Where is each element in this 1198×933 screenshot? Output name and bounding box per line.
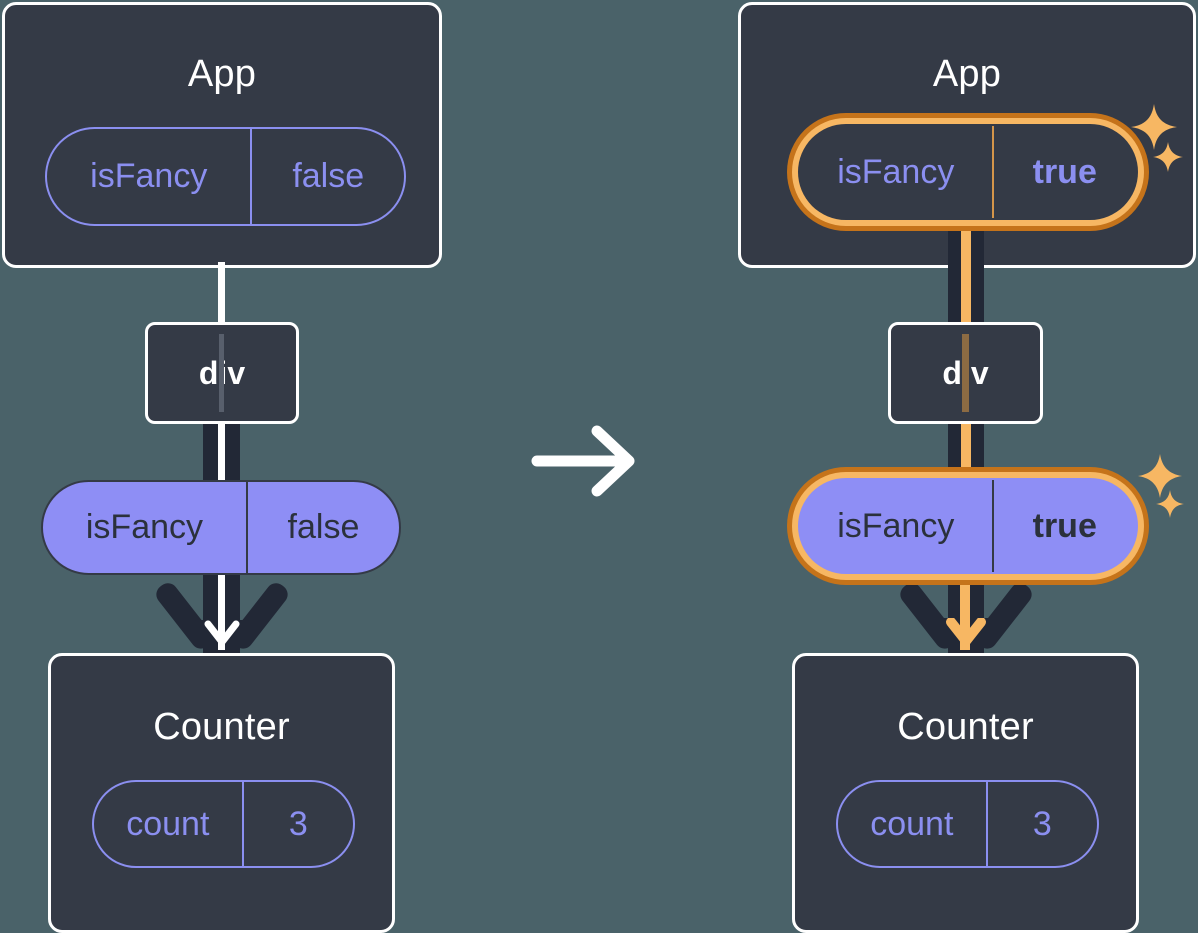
counter-component-box: Counter count 3 [48, 653, 395, 933]
connector-ghost-through-div [219, 334, 224, 412]
counter-title: Counter [153, 706, 290, 748]
ring-hole [798, 124, 1138, 220]
prop-pill-value: false [245, 482, 399, 573]
counter-state-pill: count 3 [92, 780, 355, 868]
counter-state-value-hl: 3 [985, 782, 1097, 866]
connector-app-to-div [218, 262, 225, 326]
app-state-key-hl: isFancy [837, 152, 955, 191]
arrow-shaft-inner-hl [960, 570, 970, 650]
counter-state-value: 3 [241, 782, 353, 866]
prop-pill-key: isFancy [85, 508, 204, 546]
counter-component-box-hl: Counter count 3 [792, 653, 1139, 933]
ring-hole-2 [798, 478, 1138, 574]
sparkle-large-icon-top [1131, 104, 1177, 150]
counter-state-key: count [126, 804, 210, 843]
app-title: App [187, 53, 257, 95]
app-state-pill-highlight-ring [787, 113, 1149, 231]
counter-state-pill-hl: count 3 [836, 780, 1099, 868]
prop-pill-hl: isFancy true [800, 480, 1136, 572]
sparkle-small-icon-bottom [1156, 490, 1184, 518]
app-component-box: App isFancy false [2, 2, 442, 268]
sparkle-large-icon-bottom [1138, 454, 1182, 498]
prop-pill-highlight-ring [787, 467, 1149, 585]
connector-app-to-div-inner-hl [961, 200, 971, 327]
counter-state-key-hl: count [870, 804, 954, 843]
app-state-pill-hl: isFancy true [800, 126, 1136, 218]
app-state-pill: isFancy false [45, 127, 406, 226]
connector-div-to-prop-inner [218, 420, 225, 486]
app-title-hl: App [932, 53, 1002, 95]
app-state-value: false [250, 129, 404, 224]
counter-title-hl: Counter [897, 706, 1034, 748]
connector-ghost-through-div-hl [962, 334, 969, 412]
arrow-shaft-inner [218, 570, 225, 650]
transition-arrow-icon [531, 425, 635, 497]
app-state-key: isFancy [90, 157, 208, 195]
prop-pill-key-hl: isFancy [837, 506, 955, 545]
sparkle-small-icon-top [1153, 142, 1183, 172]
app-state-value-hl: true [991, 126, 1136, 218]
prop-pill: isFancy false [41, 480, 401, 575]
connector-div-to-prop-inner-hl [961, 420, 971, 490]
prop-pill-value-hl: true [991, 480, 1136, 572]
